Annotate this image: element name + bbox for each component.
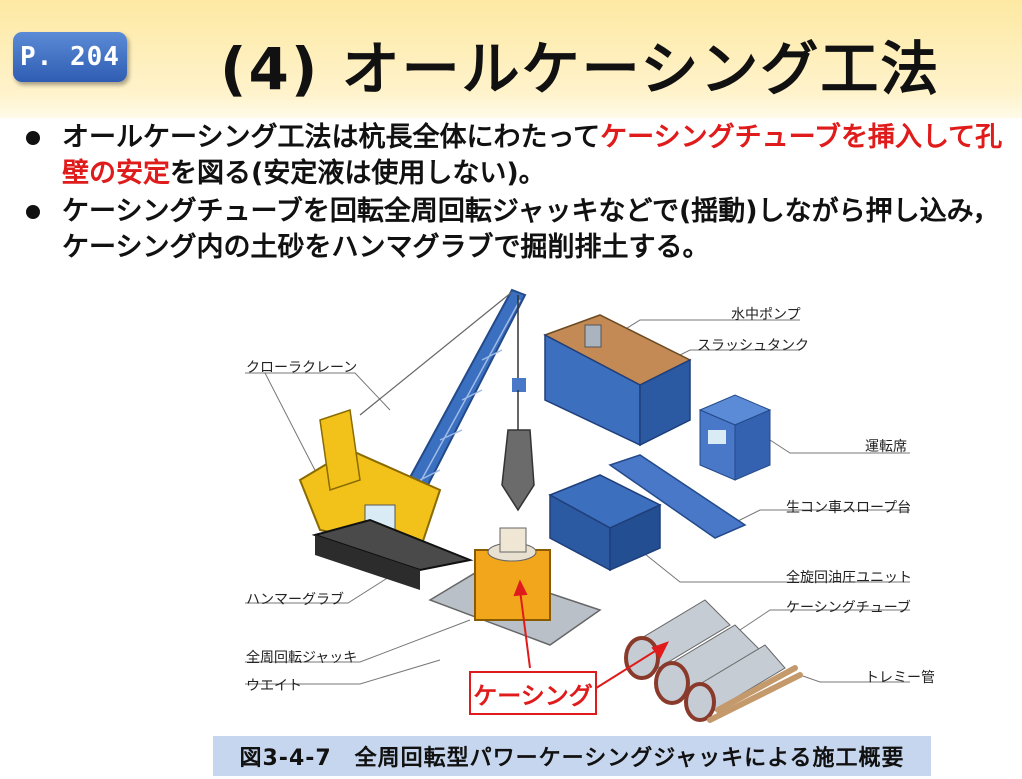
slush-tank-icon — [543, 314, 692, 447]
bullet-1-highlight: ケーシングチューブを挿入して孔壁の安定 — [62, 122, 1003, 189]
casing-tube-icon — [624, 599, 786, 722]
label-operator-room: 運転席 — [865, 439, 907, 455]
label-rotary-jack: 全周回転ジャッキ — [246, 650, 358, 666]
casing-arrows — [513, 579, 670, 691]
bullet-list: オールケーシング工法は杭長全体にわたってケーシングチューブを挿入して孔壁の安定を… — [22, 120, 1012, 268]
construction-illustration — [245, 288, 910, 723]
bullet-2-text: ケーシングチューブを回転全周回転ジャッキなどで(揺動)しながら押し込み，ケーシン… — [62, 196, 1000, 263]
figure-caption: 図3-4-7 全周回転型パワーケーシングジャッキによる施工概要 — [213, 736, 931, 776]
casing-callout: ケーシング — [469, 671, 597, 715]
slope-and-hydraulic-unit-icon — [548, 454, 747, 572]
label-hydraulic-unit: 全旋回油圧ユニット — [786, 570, 912, 586]
rotary-jack-icon — [428, 527, 602, 646]
label-weight: ウエイト — [246, 678, 302, 694]
crawler-crane-icon — [298, 288, 527, 590]
label-hammer-grab: ハンマーグラブ — [246, 592, 344, 608]
page-number-badge: P. 204 — [13, 32, 127, 82]
bullet-1-text-before: オールケーシング工法は杭長全体にわたって — [62, 122, 601, 153]
label-crawler-crane: クローラクレーン — [246, 360, 358, 376]
bullet-1-text-after: を図る(安定液は使用しない)。 — [170, 158, 546, 189]
bullet-item-1: オールケーシング工法は杭長全体にわたってケーシングチューブを挿入して孔壁の安定を… — [22, 120, 1012, 192]
header-band — [0, 0, 1022, 118]
label-casing-tube: ケーシングチューブ — [786, 600, 911, 616]
operator-room-icon — [698, 394, 772, 481]
label-slope: 生コン車スロープ台 — [786, 500, 912, 516]
bullet-dot-icon — [26, 131, 40, 145]
leader-lines — [245, 319, 910, 685]
page-title: (4) オールケーシング工法 — [220, 35, 941, 103]
label-pump: 水中ポンプ — [731, 307, 801, 323]
tremie-pipe-icon — [707, 665, 803, 723]
bullet-item-2: ケーシングチューブを回転全周回転ジャッキなどで(揺動)しながら押し込み，ケーシン… — [22, 194, 1012, 266]
hammer-grab-icon — [501, 390, 535, 512]
bullet-dot-icon — [26, 205, 40, 219]
label-tremie: トレミー管 — [865, 670, 935, 686]
label-slush-tank: スラッシュタンク — [697, 338, 809, 354]
